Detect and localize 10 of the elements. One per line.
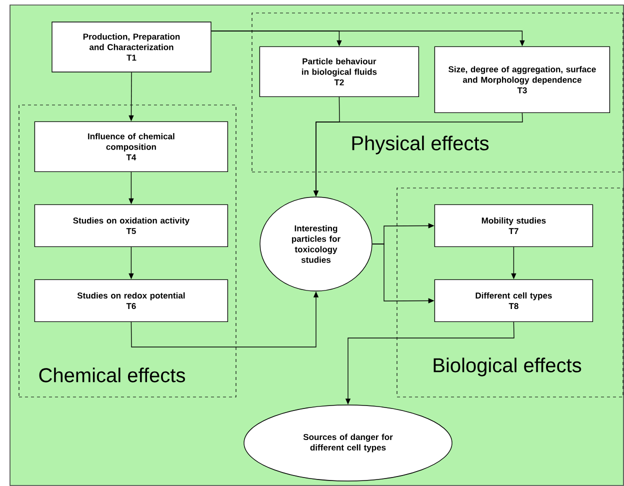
process-box: Mobility studies T7 <box>434 204 594 248</box>
ellipse-node: Interesting particles for toxicology studies <box>260 196 372 292</box>
process-box: Studies on redox potential T6 <box>34 279 228 322</box>
process-box: Studies on oxidation activity T5 <box>34 204 228 248</box>
process-box: Size, degree of aggregation, surface and Morphology dependence T3 <box>434 46 610 114</box>
process-box: Influence of chemical composition T4 <box>34 121 228 172</box>
process-box: Production, Preparation and Characterization T1 <box>52 22 212 72</box>
process-box: Different cell types T8 <box>434 279 594 322</box>
process-box: Particle behaviour in biological fluids T2 <box>259 46 420 98</box>
ellipse-node: Sources of danger for different cell types <box>244 404 452 482</box>
